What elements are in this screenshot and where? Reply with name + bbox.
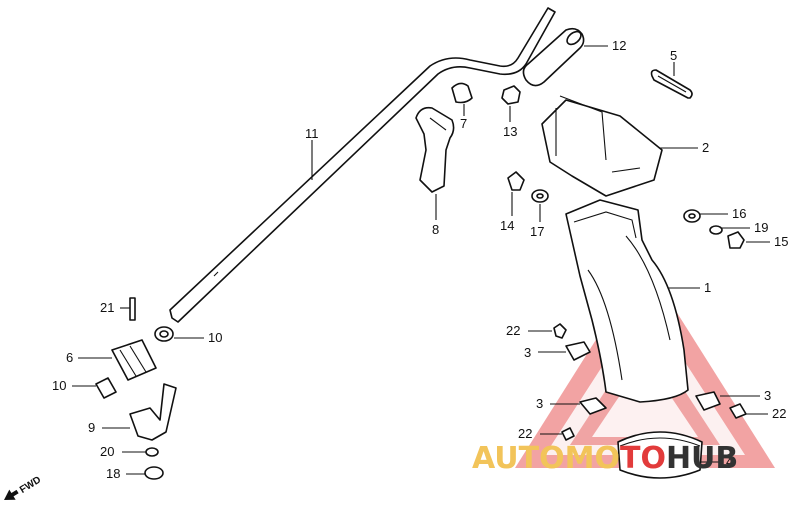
clamp-part-3-right: [695, 391, 721, 411]
label-part-17: 17: [530, 224, 544, 239]
pin-part-21: [129, 297, 136, 321]
label-part-10-upper: 10: [208, 330, 222, 345]
leader-lines: [72, 45, 770, 475]
clamp-part-3-upper: [565, 341, 591, 361]
label-part-2: 2: [702, 140, 709, 155]
fwd-indicator: FWD: [4, 474, 43, 500]
label-part-21: 21: [100, 300, 114, 315]
label-part-14: 14: [500, 218, 514, 233]
label-part-4: 4: [726, 454, 733, 469]
clamp-part-3-left: [579, 397, 607, 415]
label-part-16: 16: [732, 206, 746, 221]
label-part-22-lower: 22: [518, 426, 532, 441]
washer-part-17: [531, 189, 549, 203]
grommet-part-18: [144, 466, 164, 480]
label-part-15: 15: [774, 234, 788, 249]
label-part-1: 1: [704, 280, 711, 295]
washer-part-19: [709, 225, 723, 235]
washer-part-16: [683, 209, 701, 223]
label-part-5: 5: [670, 48, 677, 63]
watermark-text-mid: TO: [620, 441, 666, 476]
label-part-3-left: 3: [536, 396, 543, 411]
bracket-part-2: [541, 95, 663, 197]
boot-part-6: [111, 339, 157, 381]
label-part-18: 18: [106, 466, 120, 481]
label-part-3-upper: 3: [524, 345, 531, 360]
label-part-12: 12: [612, 38, 626, 53]
label-part-19: 19: [754, 220, 768, 235]
tube-part-11: [169, 7, 556, 323]
label-part-9: 9: [88, 420, 95, 435]
collar-part-10-lower: [95, 377, 117, 399]
label-part-20: 20: [100, 444, 114, 459]
duct-part-1: [565, 199, 689, 403]
label-part-13: 13: [503, 124, 517, 139]
label-part-22-right: 22: [772, 406, 786, 421]
watermark-text-right: HUB: [666, 441, 738, 476]
label-part-8: 8: [432, 222, 439, 237]
label-part-10-lower: 10: [52, 378, 66, 393]
grommet-part-7: [451, 82, 473, 104]
collar-part-10-upper: [154, 326, 174, 342]
band-part-4: [617, 431, 703, 479]
bolt-part-22-upper: [553, 323, 567, 339]
boot-part-12: [522, 27, 585, 87]
label-part-3-right: 3: [764, 388, 771, 403]
fwd-arrow-icon: [4, 489, 19, 500]
bolt-part-22-lower: [561, 427, 575, 441]
bracket-part-9: [129, 383, 177, 441]
label-part-7: 7: [460, 116, 467, 131]
nut-part-15: [727, 231, 745, 249]
watermark-text: AUTOMOTOHUB: [472, 441, 738, 476]
washer-part-20: [145, 447, 159, 457]
bolt-part-14: [507, 171, 525, 191]
nut-part-13: [501, 85, 521, 105]
clip-part-5: [650, 69, 693, 99]
label-part-6: 6: [66, 350, 73, 365]
fwd-label: FWD: [18, 474, 43, 495]
label-part-11: 11: [305, 126, 319, 141]
watermark-text-left: AUTOMO: [472, 441, 620, 476]
bracket-part-8: [415, 106, 455, 193]
label-part-22-upper: 22: [506, 323, 520, 338]
